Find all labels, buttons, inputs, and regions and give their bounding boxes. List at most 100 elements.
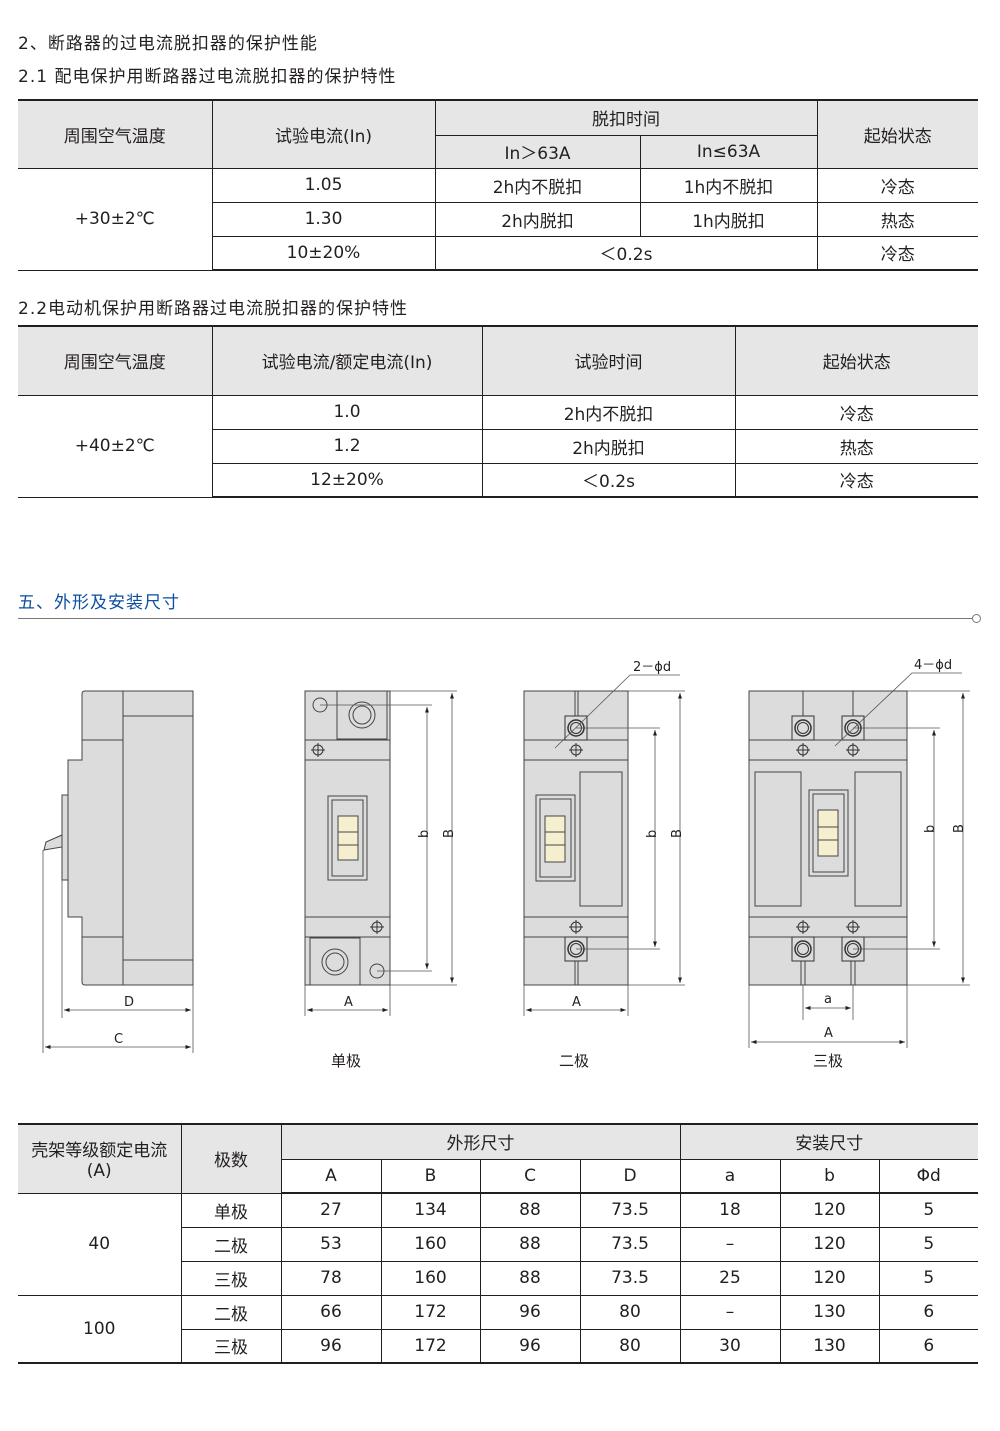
cell: 二极 — [181, 1226, 282, 1262]
cell: 53 — [280, 1226, 382, 1262]
label-b: b — [417, 830, 432, 838]
cell: 80 — [579, 1294, 681, 1330]
cell: 25 — [679, 1260, 781, 1296]
heading-motor: 2.2电动机保护用断路器过电流脱扣器的保护特性 — [18, 299, 409, 319]
th-col: b — [779, 1158, 880, 1194]
cell: 120 — [779, 1192, 880, 1228]
cell: ＜0.2s — [434, 235, 818, 271]
cell: 172 — [380, 1328, 481, 1364]
label-holes-2: 2－ϕd — [633, 660, 671, 675]
label-C: C — [114, 1032, 123, 1047]
cell: 热态 — [816, 201, 978, 237]
cell: 172 — [380, 1294, 481, 1330]
label-A: A — [572, 995, 581, 1010]
label-B: B — [670, 829, 685, 838]
label-B: B — [442, 829, 457, 838]
caption-two-pole: 二极 — [559, 1052, 589, 1070]
cell: 6 — [878, 1328, 979, 1364]
cell: 27 — [280, 1192, 382, 1228]
th-mounting: 安装尺寸 — [679, 1123, 979, 1160]
cell: 三极 — [181, 1328, 282, 1364]
cell: 5 — [878, 1192, 979, 1228]
cell: 96 — [280, 1328, 382, 1364]
label-holes-4: 4－ϕd — [914, 658, 952, 673]
th-col: A — [281, 1158, 382, 1194]
heading-protection: 2、断路器的过电流脱扣器的保护性能 — [18, 34, 318, 54]
cell: 三极 — [181, 1260, 282, 1296]
side-view — [43, 690, 194, 986]
temp-cell: +40±2℃ — [18, 394, 213, 498]
cell: 134 — [380, 1192, 481, 1228]
th-col: D — [579, 1158, 681, 1194]
cell: 73.5 — [579, 1226, 681, 1262]
cell: 单极 — [180, 1192, 282, 1228]
cell: 冷态 — [734, 462, 978, 498]
label-D: D — [124, 995, 134, 1010]
th-time: 试验时间 — [481, 325, 736, 396]
th-gt63: In＞63A — [435, 134, 641, 169]
cell: 120 — [779, 1260, 880, 1296]
th-state: 起始状态 — [734, 325, 978, 396]
cell: 1.2 — [212, 428, 483, 464]
three-pole-view — [748, 690, 908, 986]
th-le63: In≤63A — [639, 134, 817, 169]
cell: 30 — [679, 1328, 781, 1364]
cell: 10±20% — [212, 235, 436, 271]
cell: 73.5 — [579, 1260, 681, 1296]
th-poles: 极数 — [180, 1123, 282, 1194]
cell: 130 — [779, 1294, 880, 1330]
th-temp: 周围空气温度 — [18, 99, 213, 169]
cell: 二极 — [180, 1294, 282, 1330]
cell: 96 — [479, 1328, 581, 1364]
caption-three-pole: 三极 — [813, 1052, 843, 1070]
th-outline: 外形尺寸 — [280, 1123, 681, 1160]
th-col: B — [380, 1158, 481, 1194]
label-A: A — [824, 1026, 833, 1041]
dimension-labels: D C A b B A b B 2－ϕd 4－ϕd a A b B 单极 二极 … — [114, 658, 967, 1070]
th-frame: 壳架等级额定电流(A) — [18, 1123, 182, 1194]
cell: 66 — [280, 1294, 382, 1330]
frame-cell: 100 — [18, 1294, 182, 1364]
frame-cell: 40 — [18, 1192, 182, 1296]
th-col: C — [479, 1158, 581, 1194]
temp-cell: +30±2℃ — [18, 167, 213, 271]
cell: 96 — [479, 1294, 581, 1330]
cell: – — [679, 1226, 781, 1262]
section-divider — [18, 618, 972, 619]
label-B: B — [952, 824, 967, 833]
cell: 1.0 — [211, 394, 483, 430]
dimension-lines — [42, 672, 970, 1053]
cell: 1.05 — [211, 167, 436, 203]
cell: 5 — [878, 1226, 979, 1262]
cell: 88 — [479, 1192, 581, 1228]
cell: 2h内脱扣 — [481, 428, 736, 464]
cell: 130 — [779, 1328, 880, 1364]
cell: 160 — [380, 1260, 481, 1296]
cell: – — [679, 1294, 781, 1330]
cell: 冷态 — [734, 394, 978, 430]
caption-single-pole: 单极 — [331, 1052, 361, 1070]
cell: 88 — [479, 1260, 581, 1296]
th-col: a — [679, 1158, 781, 1194]
cell: 78 — [280, 1260, 382, 1296]
divider-end-circle — [972, 614, 981, 623]
cell: 73.5 — [579, 1192, 681, 1228]
heading-distribution: 2.1 配电保护用断路器过电流脱扣器的保护特性 — [18, 67, 397, 87]
cell: 88 — [479, 1226, 581, 1262]
th-trip-time: 脱扣时间 — [434, 99, 818, 136]
cell: 80 — [579, 1328, 681, 1364]
cell: 18 — [679, 1192, 781, 1228]
